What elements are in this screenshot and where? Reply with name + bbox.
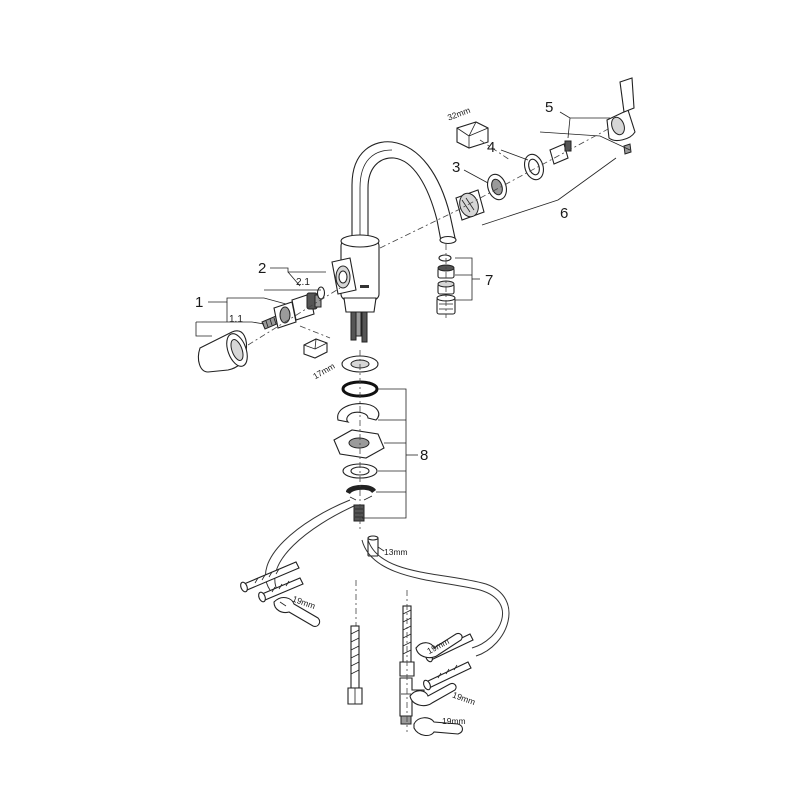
callout-bracket-7 xyxy=(455,257,480,301)
ring-4 xyxy=(523,153,545,181)
callout-label-3: 3 xyxy=(452,159,460,176)
pull-out-hose xyxy=(264,499,510,657)
o-ring-2-1 xyxy=(316,286,326,300)
size-label-17mm: 17mm xyxy=(311,361,336,381)
callout-label-2-1: 2.1 xyxy=(296,277,310,288)
wrench-19mm-upper xyxy=(415,632,463,659)
callout-label-7: 7 xyxy=(485,272,493,289)
supply-hose-stubs xyxy=(350,311,368,343)
size-label-32mm: 32mm xyxy=(446,105,472,122)
callout-label-2: 2 xyxy=(258,260,266,277)
lever-handle xyxy=(197,330,248,373)
callout-label-6: 6 xyxy=(560,205,568,222)
size-label-19mm-mid: 19mm xyxy=(451,690,477,707)
hex-nut-17mm xyxy=(303,338,328,359)
callout-label-1-1: 1.1 xyxy=(229,314,243,325)
cartridge-housing-6 xyxy=(455,189,485,221)
clip-ring xyxy=(346,484,376,501)
faucet-body xyxy=(331,234,380,313)
supply-hose-right-2 xyxy=(423,661,472,691)
mounting-bolt-long-2 xyxy=(258,577,304,603)
wrench-19mm-mid xyxy=(409,682,457,707)
callout-label-8: 8 xyxy=(420,447,428,464)
callout-lines-upper xyxy=(379,111,631,249)
lever-top-5 xyxy=(606,77,636,155)
size-label-13mm: 13mm xyxy=(384,547,408,557)
callout-label-4: 4 xyxy=(487,139,495,156)
hose-connector-left xyxy=(347,625,363,705)
horseshoe-washer xyxy=(337,403,380,423)
wrench-19mm-lower xyxy=(413,717,464,737)
mounting-bolt-long-1 xyxy=(240,561,300,593)
size-label-19mm-lower: 19mm xyxy=(442,716,466,726)
wrench-19mm-left xyxy=(273,596,321,627)
callout-label-5: 5 xyxy=(545,99,553,116)
threaded-stud xyxy=(353,504,365,522)
callout-bracket-8 xyxy=(362,388,418,552)
callout-bracket-1 xyxy=(195,297,287,337)
socket-13mm xyxy=(367,535,379,557)
callout-label-1: 1 xyxy=(195,294,203,311)
cartridge-adapter xyxy=(273,301,297,329)
axis-line-lever xyxy=(247,287,341,346)
cartridge-insert-5 xyxy=(549,140,572,165)
axis-line-nut xyxy=(299,325,331,339)
aerator-group xyxy=(436,244,456,318)
faucet-spout xyxy=(351,141,457,246)
ring-3 xyxy=(486,173,508,201)
hex-nut-32mm xyxy=(456,121,489,149)
callout-bracket-2 xyxy=(264,267,326,291)
mounting-plate xyxy=(333,429,385,459)
cartridge-part-2 xyxy=(291,292,322,321)
